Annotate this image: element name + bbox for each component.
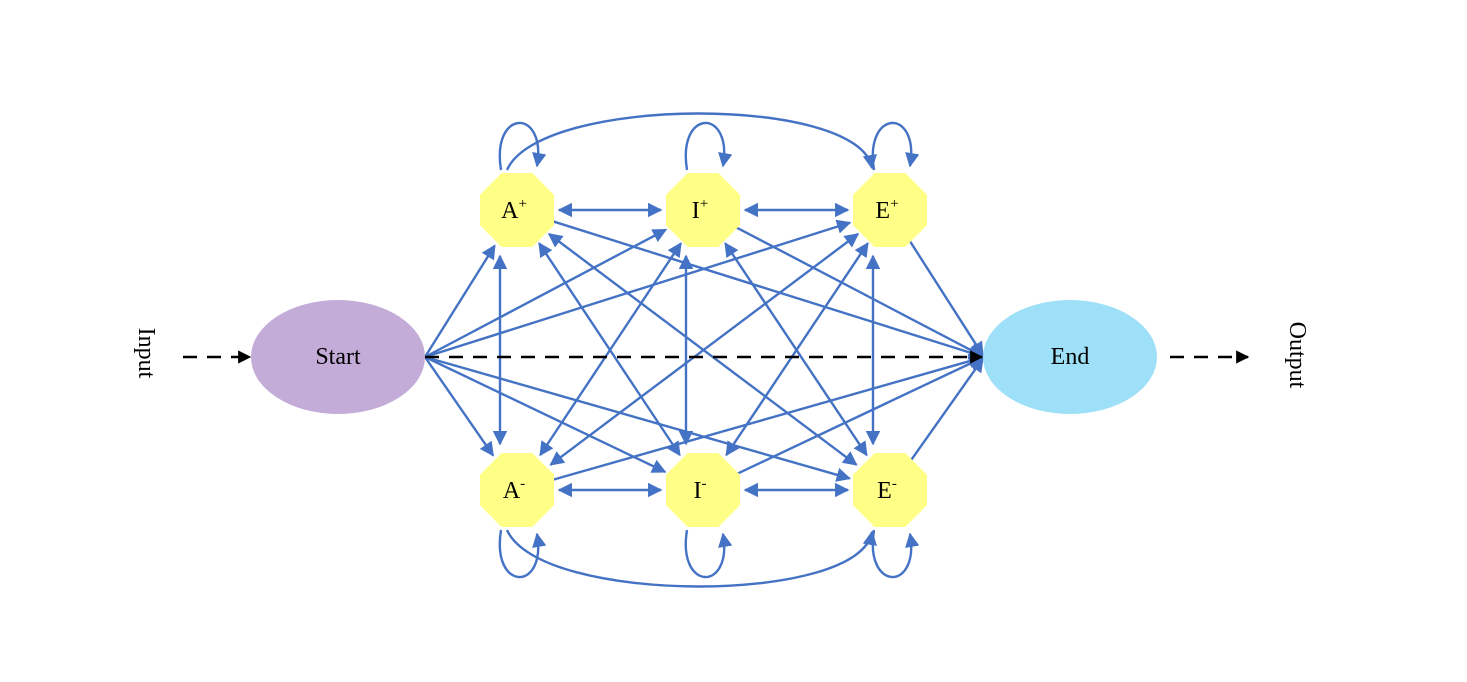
- transition-edge-4: [424, 356, 495, 457]
- node-i-plus: I+: [666, 173, 740, 247]
- svg-text:E-: E-: [877, 476, 897, 504]
- node-a-plus: A+: [480, 173, 554, 247]
- transition-edge-3: [424, 219, 852, 359]
- end-label: End: [1051, 344, 1090, 370]
- svg-text:A-: A-: [503, 476, 525, 504]
- node-a-plus-sup: +: [518, 196, 526, 212]
- transition-edge-30: [684, 529, 733, 579]
- node-i-plus-base: I: [692, 198, 700, 224]
- node-e-minus-base: E: [877, 478, 892, 504]
- node-a-minus-sup: -: [520, 476, 525, 492]
- start-node: Start: [251, 300, 425, 414]
- end-node: End: [983, 300, 1157, 414]
- transition-edge-29: [498, 529, 547, 579]
- start-label: Start: [315, 344, 361, 370]
- transition-edge-6: [424, 355, 852, 482]
- transition-edge-9: [908, 239, 984, 357]
- node-i-minus: I-: [666, 453, 740, 527]
- transition-edge-26: [498, 121, 547, 171]
- input-label: Input: [133, 328, 159, 379]
- svg-text:E+: E+: [875, 196, 898, 224]
- node-e-minus-sup: -: [892, 476, 897, 492]
- node-i-minus-sup: -: [702, 476, 707, 492]
- node-a-plus-base: A: [501, 198, 519, 224]
- node-i-plus-sup: +: [700, 196, 708, 212]
- transition-edge-10: [551, 354, 984, 482]
- svg-text:I+: I+: [692, 196, 708, 224]
- node-e-plus: E+: [853, 173, 927, 247]
- transition-edge-7: [550, 219, 984, 360]
- transition-edge-31: [871, 529, 920, 579]
- transition-edge-28: [871, 121, 920, 171]
- transition-edge-33: [505, 529, 877, 588]
- svg-text:A+: A+: [501, 196, 527, 224]
- transition-edges: [423, 112, 984, 588]
- node-e-minus: E-: [853, 453, 927, 527]
- transition-edge-25: [725, 242, 869, 457]
- node-e-plus-base: E: [875, 198, 890, 224]
- node-e-plus-sup: +: [890, 196, 898, 212]
- node-i-minus-base: I: [694, 478, 702, 504]
- transition-edge-32: [505, 112, 877, 171]
- output-label: Output: [1284, 322, 1310, 389]
- transition-edge-1: [423, 244, 496, 358]
- node-a-minus-base: A: [503, 478, 521, 504]
- svg-text:I-: I-: [694, 476, 707, 504]
- transition-edge-12: [909, 357, 984, 462]
- node-a-minus: A-: [480, 453, 554, 527]
- transition-edge-27: [684, 121, 733, 171]
